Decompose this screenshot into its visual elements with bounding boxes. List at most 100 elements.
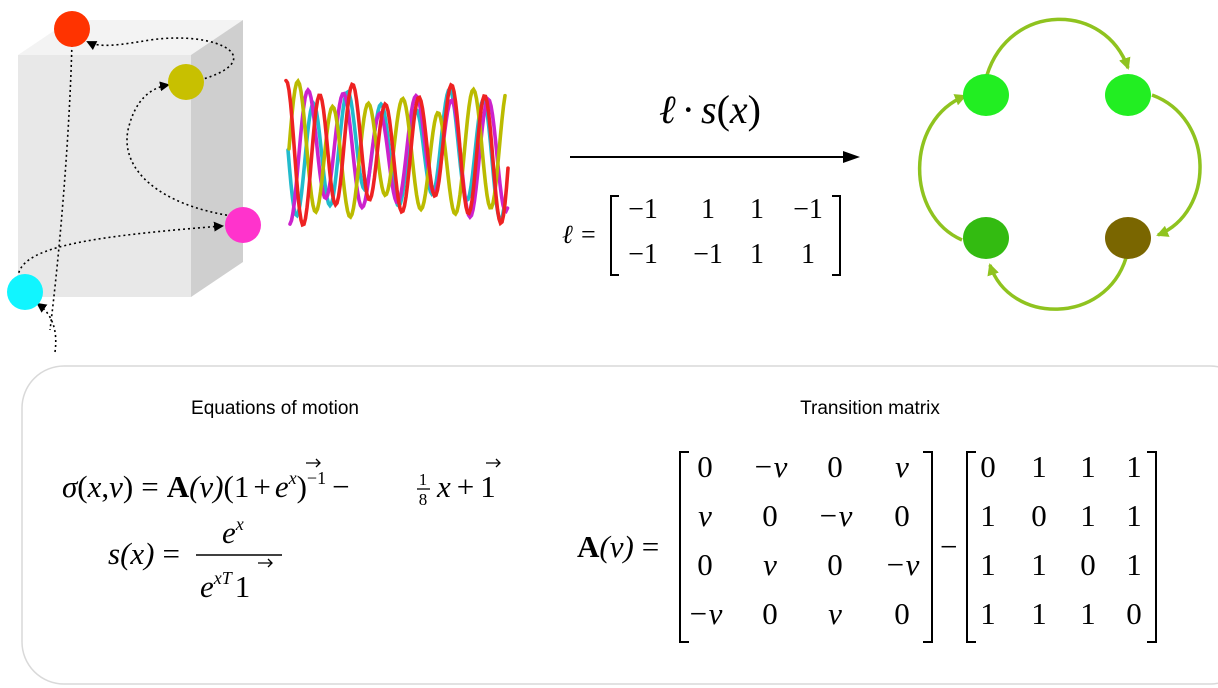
v-matrix-right-bracket [923,451,933,643]
olive-state-ball [168,64,204,100]
trajectory-tail [36,302,57,353]
cube-side-face [191,20,243,297]
matrix-cell: −v [818,498,853,533]
state-node-bottom-right [1105,217,1151,259]
transition-matrix-title: Transition matrix [800,398,940,419]
matrix-cell: 1 [1126,498,1142,533]
vector-arrow-1 [306,458,321,468]
matrix-cell: 0 [894,498,910,533]
svg-text:A(v)=: A(v)= [577,529,659,564]
equations-panel [21,365,1218,685]
s-num-exponent: x [235,514,244,534]
matrix-cell: 0 [762,596,778,631]
matrix-cell: 0 [827,449,843,484]
sigma-A: A [167,469,190,504]
matrix-cell: 1 [750,194,764,225]
sigma-frac-num: 1 [419,470,428,489]
A-equals: = [642,529,659,564]
system-states [7,11,261,310]
red-state-ball [54,11,90,47]
svg-text:ex: ex [222,514,244,550]
ell-matrix-right-bracket [832,195,841,276]
matrix-cell: 0 [762,498,778,533]
sigma-paren-close: ) [297,469,307,504]
transition-arrow-bottom [987,257,1128,311]
state-node-bottom-left [963,217,1009,259]
s-equals: = [162,536,179,571]
sigma-minus: − [332,469,349,504]
operator-func: s [701,87,717,132]
transition-arrow-top [985,17,1131,76]
trajectory-vertical [49,39,73,331]
matrix-cell: v [828,596,842,631]
A-symbol: A [577,529,600,564]
matrix-cell: 1 [1031,547,1047,582]
svg-text:σ(x,v)=A(v)(1+ex)−1−: σ(x,v)=A(v)(1+ex)−1− [62,468,350,504]
matrix-cell: 1 [980,498,996,533]
state-node-top-left [963,74,1009,116]
matrix-cell: 1 [1126,449,1142,484]
s-num-e: e [222,515,236,550]
s-equation: s(x)= ex exT1 [108,514,282,604]
matrix-cell: 1 [1080,498,1096,533]
s-arg: (x) [120,536,154,571]
oscillation-waves [284,77,510,228]
operator-rparen: ) [748,87,761,132]
ell-matrix-left-bracket [610,195,619,276]
sigma-x2: x [436,469,451,504]
cube-front-face [18,55,191,297]
sigma-equation: σ(x,v)=A(v)(1+ex)−1− 1 8 x+1 [62,458,501,509]
matrix-cell: 0 [894,596,910,631]
sigma-v: v [109,469,123,504]
sigma-e: e [275,469,289,504]
matrix-cell: 1 [701,194,715,225]
sigma-open: ( [77,469,87,504]
operator-ell: ℓ [659,87,676,132]
matrix-cell: −1 [693,239,723,270]
matrix-cell: 0 [1080,547,1096,582]
matrix-cell: 1 [801,239,815,270]
s-symbol: s [108,536,120,571]
state-transition-graph [917,17,1202,311]
matrix-cell: 0 [827,547,843,582]
operator-lparen: ( [717,87,730,132]
sigma-e-exponent: x [288,468,297,488]
vector-arrow-2 [486,458,501,468]
sigma-plus2: + [457,469,474,504]
wave-olive [287,77,507,220]
matrix-cell: v [763,547,777,582]
s-den-one-vector: 1 [235,569,251,604]
matrix-cell: 1 [1126,547,1142,582]
matrix-cell: −v [688,596,723,631]
matrix-cell: −1 [628,239,658,270]
mapping-arrowhead [843,151,860,163]
matrix-cell: −1 [628,194,658,225]
matrix-cell: 1 [1080,449,1096,484]
matrix-cell: −v [753,449,788,484]
ones-matrix-right-bracket [1147,451,1157,643]
matrix-cell: 0 [697,449,713,484]
equations-of-motion-title: Equations of motion [191,398,359,419]
wave-red [284,78,510,228]
sigma-plus: + [253,469,270,504]
sigma-symbol: σ [62,469,79,504]
matrix-cell: −1 [793,194,823,225]
matrix-cell: 0 [697,547,713,582]
vector-arrow-3 [258,558,273,568]
sigma-A-arg: (v) [189,469,223,504]
sigma-x: x [87,469,102,504]
magenta-state-ball [225,207,261,243]
svg-text:x+1: x+1 [436,469,496,504]
svg-text:s(x)=: s(x)= [108,536,180,571]
svg-text:exT1: exT1 [200,568,250,604]
sigma-comma: , [101,469,109,504]
matrix-cell: v [698,498,712,533]
vector-arrow-marks [306,458,501,468]
matrix-cell: 0 [1031,498,1047,533]
s-den-e: e [200,569,214,604]
trajectory-segment-magenta-to-olive [126,81,233,217]
operator-dot: · [682,87,695,132]
transition-arrow-right [1151,93,1202,237]
